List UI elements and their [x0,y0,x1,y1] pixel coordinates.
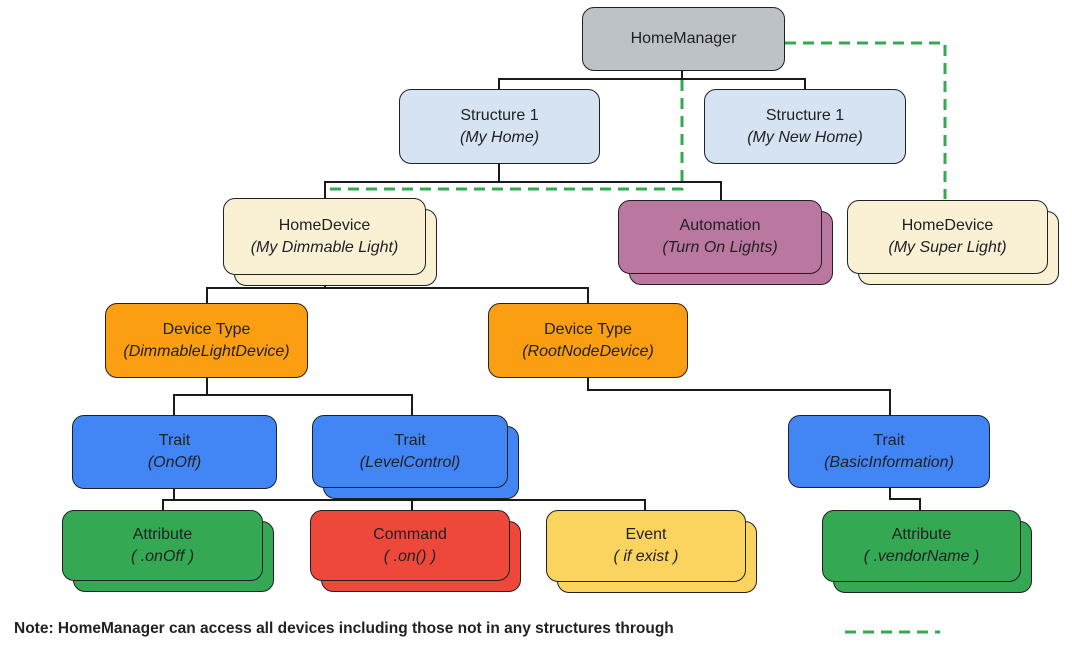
node-title: Structure 1 [460,106,539,124]
node-title: HomeDevice [901,217,994,234]
node-trait-levelcontrol: Trait (LevelControl) [312,415,519,499]
node-title: Event [625,526,667,543]
node-subtitle: (BasicInformation) [824,453,954,471]
node-trait-onoff: Trait (OnOff) [72,415,277,489]
node-title: Structure 1 [765,106,845,124]
node-subtitle: (My Dimmable Light) [250,238,399,256]
node-title: Trait [394,431,426,449]
node-device-type-dimmable: Device Type (DimmableLightDevice) [105,303,308,378]
node-command-on: Command ( .on() ) [310,510,521,592]
node-structure-my-new-home: Structure 1 (My New Home) [704,89,906,164]
dashed-line-sample-icon [845,630,940,634]
node-device-type-rootnode: Device Type (RootNodeDevice) [488,303,688,378]
node-subtitle: ( .on() ) [383,547,437,565]
node-subtitle: (RootNodeDevice) [522,342,654,360]
node-subtitle: (OnOff) [147,454,202,471]
dashed-direct-access-links [325,41,947,199]
footer-note: Note: HomeManager can access all devices… [14,620,674,637]
node-title: Command [373,525,447,543]
node-subtitle: (LevelControl) [359,453,461,471]
node-attribute-vendorname: Attribute ( .vendorName ) [822,510,1032,593]
node-subtitle: (My Home) [459,128,540,146]
node-home-device-dimmable: HomeDevice (My Dimmable Light) [223,198,437,286]
node-title: Trait [158,432,191,449]
node-home-manager: HomeManager [582,7,785,71]
node-title: Attribute [132,525,193,543]
node-event-if-exist: Event ( if exist ) [546,510,757,593]
node-automation: Automation (Turn On Lights) [618,200,833,285]
node-structure-my-home: Structure 1 (My Home) [399,89,600,164]
node-title: Device Type [544,320,632,338]
node-title: HomeDevice [278,216,371,234]
node-subtitle: ( if exist ) [613,548,679,565]
node-title: Trait [873,431,905,449]
node-title: Automation [679,217,761,234]
node-attribute-onoff: Attribute ( .onOff ) [62,510,274,592]
node-subtitle: (My New Home) [747,128,863,146]
node-subtitle: (DimmableLightDevice) [123,342,290,360]
node-title: Device Type [162,320,251,338]
node-home-device-super: HomeDevice (My Super Light) [847,200,1059,285]
node-subtitle: (Turn On Lights) [662,239,778,256]
node-subtitle: ( .onOff ) [130,547,195,565]
node-title: HomeManager [630,30,737,47]
node-subtitle: (My Super Light) [888,239,1007,256]
node-trait-basicinformation: Trait (BasicInformation) [788,415,990,488]
node-title: Attribute [891,526,952,543]
node-subtitle: ( .vendorName ) [863,548,980,565]
